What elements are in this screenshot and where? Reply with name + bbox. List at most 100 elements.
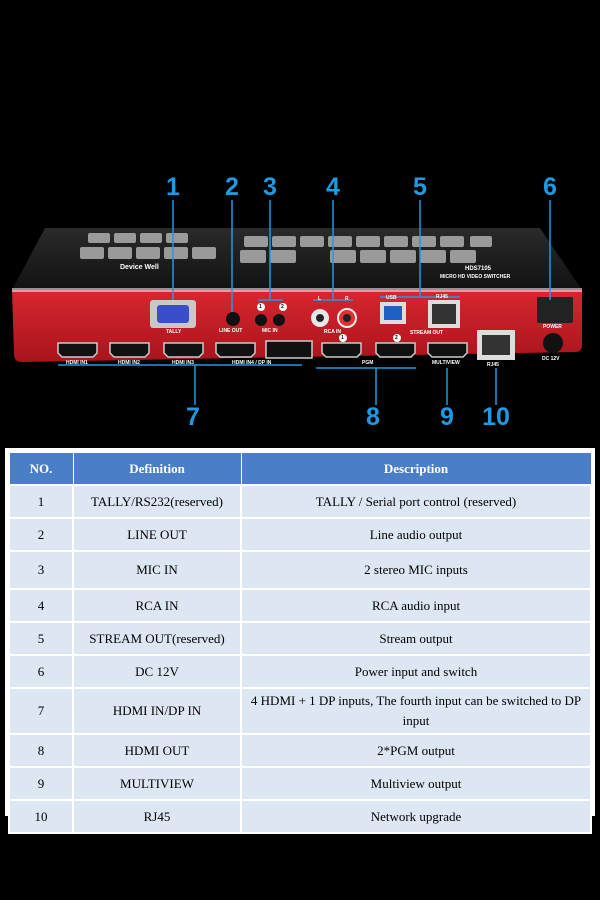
- product-photo: TALLY LINE OUT MIC IN RCA IN L R 1 2 USB…: [0, 0, 600, 440]
- callout-6: 6: [543, 173, 557, 201]
- table-row: 3 MIC IN 2 stereo MIC inputs: [8, 550, 592, 590]
- mic-in-label: MIC IN: [262, 328, 278, 334]
- line-out-label: LINE OUT: [219, 328, 243, 334]
- cell-description: RCA audio input: [240, 588, 592, 623]
- header-no: NO.: [8, 452, 74, 486]
- brand-label: Device Well: [120, 264, 159, 271]
- port-definition-table-container: NO. Definition Description 1 TALLY/RS232…: [5, 448, 595, 834]
- table-row: 1 TALLY/RS232(reserved) TALLY / Serial p…: [8, 484, 592, 519]
- cell-definition: STREAM OUT(reserved): [72, 621, 242, 656]
- mic-2-label: 2: [281, 304, 284, 310]
- hdmi-in1: [57, 342, 98, 358]
- dc-label: DC 12V: [542, 356, 560, 362]
- callout-7: 7: [186, 403, 200, 431]
- mic-1-label: 1: [259, 304, 262, 310]
- cell-description: Network upgrade: [240, 799, 592, 834]
- power-switch: [537, 297, 573, 323]
- rj45-bottom-label: RJ45: [487, 362, 499, 368]
- device-top-panel: [12, 228, 582, 290]
- table-row: 2 LINE OUT Line audio output: [8, 517, 592, 552]
- cell-no: 3: [8, 550, 74, 590]
- table-row: 4 RCA IN RCA audio input: [8, 588, 592, 623]
- rj45-top-label: RJ45: [436, 294, 448, 300]
- pgm-label: PGM: [362, 360, 374, 366]
- header-definition: Definition: [72, 452, 242, 486]
- hdmi-in4: [215, 342, 256, 358]
- header-description: Description: [240, 452, 592, 486]
- cell-description: Line audio output: [240, 517, 592, 552]
- cell-no: 5: [8, 621, 74, 656]
- table-row: 5 STREAM OUT(reserved) Stream output: [8, 621, 592, 656]
- line-out-jack: [226, 312, 240, 326]
- power-label: POWER: [543, 324, 562, 330]
- cell-description: Stream output: [240, 621, 592, 656]
- cell-definition: LINE OUT: [72, 517, 242, 552]
- cell-description: 2*PGM output: [240, 733, 592, 768]
- rca-right-label: R: [345, 296, 349, 302]
- cell-no: 6: [8, 654, 74, 689]
- hdmi-in4-label: HDMI IN4 / DP IN: [232, 360, 272, 366]
- cell-definition: RCA IN: [72, 588, 242, 623]
- cell-description: Power input and switch: [240, 654, 592, 689]
- tally-label: TALLY: [166, 329, 182, 335]
- callout-3: 3: [263, 173, 277, 201]
- cell-definition: MIC IN: [72, 550, 242, 590]
- callout-2: 2: [225, 173, 239, 201]
- cell-definition: MULTIVIEW: [72, 766, 242, 801]
- device-illustration: [12, 200, 582, 405]
- model-label: HDS7105: [465, 266, 492, 272]
- mic-in-jack-1: [255, 314, 267, 326]
- stream-out-label: STREAM OUT: [410, 330, 444, 336]
- cell-definition: HDMI OUT: [72, 733, 242, 768]
- table-header-row: NO. Definition Description: [8, 452, 592, 486]
- pgm-out-2: [375, 342, 416, 358]
- multiview-out: [427, 342, 468, 358]
- pgm-1-label: 1: [341, 335, 344, 341]
- pgm-2-label: 2: [395, 335, 398, 341]
- table-row: 10 RJ45 Network upgrade: [8, 799, 592, 834]
- cell-description: Multiview output: [240, 766, 592, 801]
- cell-no: 10: [8, 799, 74, 834]
- hdmi-in3: [163, 342, 204, 358]
- cell-no: 1: [8, 484, 74, 519]
- subtitle-label: MICRO HD VIDEO SWITCHER: [440, 274, 511, 280]
- hdmi-in2-label: HDMI IN2: [118, 360, 140, 366]
- cell-description: 2 stereo MIC inputs: [240, 550, 592, 590]
- rca-left-label: L: [318, 296, 322, 302]
- cell-definition: RJ45: [72, 799, 242, 834]
- callout-5: 5: [413, 173, 427, 201]
- multiview-label: MULTIVIEW: [432, 360, 460, 366]
- cell-no: 9: [8, 766, 74, 801]
- table-row: 9 MULTIVIEW Multiview output: [8, 766, 592, 801]
- rca-in-label: RCA IN: [324, 329, 342, 335]
- cell-description: TALLY / Serial port control (reserved): [240, 484, 592, 519]
- callout-lines: [58, 200, 551, 405]
- table-row: 7 HDMI IN/DP IN 4 HDMI + 1 DP inputs, Th…: [8, 687, 592, 735]
- cell-definition: TALLY/RS232(reserved): [72, 484, 242, 519]
- cell-definition: DC 12V: [72, 654, 242, 689]
- hdmi-in1-label: HDMI IN1: [66, 360, 88, 366]
- callout-1: 1: [166, 173, 180, 201]
- pgm-out-1: [321, 342, 362, 358]
- dp-in: [265, 340, 313, 359]
- table-row: 8 HDMI OUT 2*PGM output: [8, 733, 592, 768]
- cell-no: 7: [8, 687, 74, 735]
- dc-jack: [543, 333, 563, 353]
- cell-definition: HDMI IN/DP IN: [72, 687, 242, 735]
- device-keys: [80, 233, 492, 263]
- cell-no: 8: [8, 733, 74, 768]
- callout-9: 9: [440, 403, 454, 431]
- table-row: 6 DC 12V Power input and switch: [8, 654, 592, 689]
- mic-in-jack-2: [273, 314, 285, 326]
- hdmi-in3-label: HDMI IN3: [172, 360, 194, 366]
- hdmi-ports: [57, 340, 468, 359]
- cell-no: 4: [8, 588, 74, 623]
- cell-description: 4 HDMI + 1 DP inputs, The fourth input c…: [240, 687, 592, 735]
- hdmi-in2: [109, 342, 150, 358]
- callout-8: 8: [366, 403, 380, 431]
- callout-4: 4: [326, 173, 340, 201]
- callout-10: 10: [482, 403, 510, 431]
- usb-label: USB: [386, 295, 397, 301]
- cell-no: 2: [8, 517, 74, 552]
- port-definition-table: NO. Definition Description 1 TALLY/RS232…: [8, 452, 592, 834]
